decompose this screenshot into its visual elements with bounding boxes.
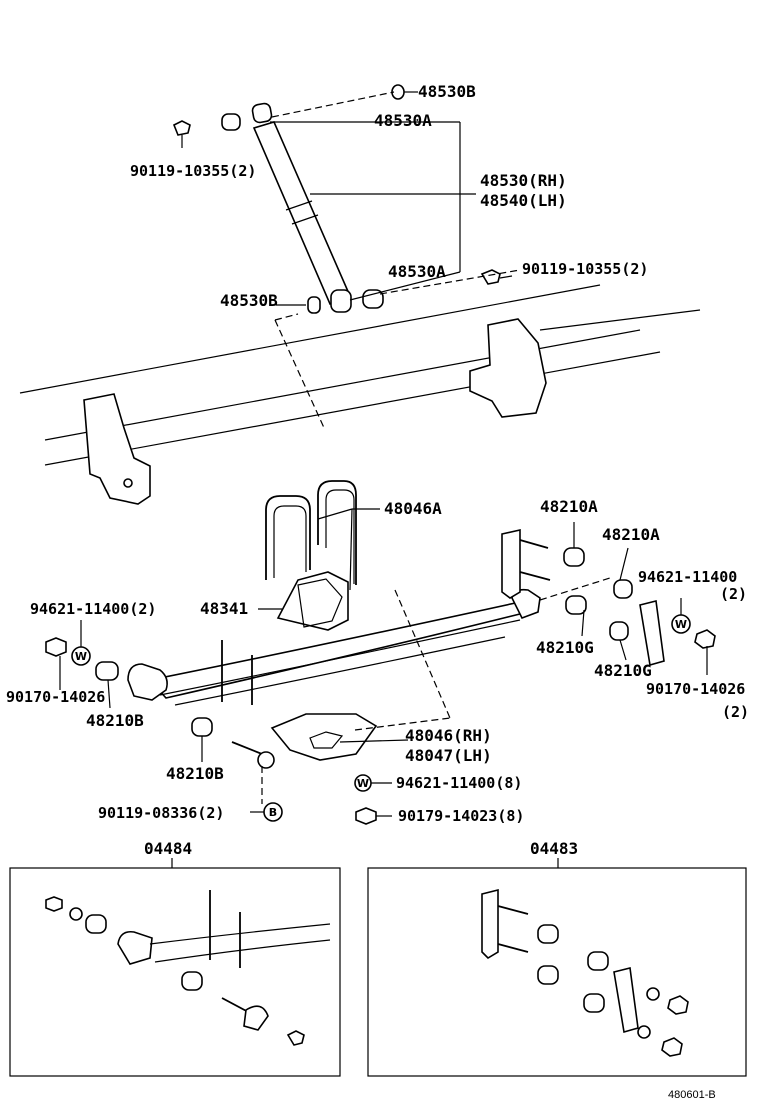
kit-box-left bbox=[9, 867, 341, 1077]
part-label-bolt-upper: 90119-10355(2) bbox=[130, 162, 256, 180]
part-label-48210g-1: 48210G bbox=[536, 638, 594, 657]
part-label-bolt-lower: 90119-10355(2) bbox=[522, 260, 648, 278]
part-label-nut-right: 90170-14026 bbox=[646, 680, 745, 698]
part-label-48530a-top: 48530A bbox=[374, 111, 432, 130]
part-label-plate-rh: 48046(RH) bbox=[405, 726, 492, 745]
svg-text:B: B bbox=[269, 806, 277, 819]
svg-text:W: W bbox=[675, 618, 687, 631]
kit-right-contents bbox=[481, 888, 689, 1057]
part-label-48530a-lower: 48530A bbox=[388, 262, 446, 281]
part-label-plate-lh: 48047(LH) bbox=[405, 746, 492, 765]
shackle-icon[interactable] bbox=[501, 529, 665, 667]
frame-rail bbox=[19, 284, 701, 466]
part-label-spring-seat: 48341 bbox=[200, 599, 248, 618]
nut-icon[interactable] bbox=[45, 629, 716, 825]
u-bolt-icon[interactable] bbox=[265, 480, 357, 585]
part-label-48210b-1: 48210B bbox=[86, 711, 144, 730]
kit-box-right bbox=[367, 867, 747, 1077]
washer-icon[interactable]: W W W bbox=[71, 614, 691, 792]
bushing-icon[interactable] bbox=[221, 84, 405, 314]
part-label-48210a-1: 48210A bbox=[540, 497, 598, 516]
part-label-nut-right-qty: (2) bbox=[722, 703, 749, 721]
part-label-u-bolt: 48046A bbox=[384, 499, 442, 518]
part-label-48210b-2: 48210B bbox=[166, 764, 224, 783]
svg-text:W: W bbox=[75, 650, 87, 663]
kit-left-contents bbox=[45, 890, 331, 1046]
shock-absorber-icon[interactable] bbox=[251, 102, 352, 313]
part-label-48530b-top: 48530B bbox=[418, 82, 476, 101]
part-label-nut-bottom: 90179-14023(8) bbox=[398, 807, 524, 825]
part-label-washer-right: 94621-11400 bbox=[638, 568, 737, 586]
kit-label-left: 04484 bbox=[144, 839, 192, 858]
bolt-icon[interactable] bbox=[172, 120, 513, 285]
spring-seat-icon[interactable] bbox=[276, 571, 349, 631]
part-label-48210a-2: 48210A bbox=[602, 525, 660, 544]
part-label-nut-left: 90170-14026 bbox=[6, 688, 105, 706]
leaf-spring-icon[interactable] bbox=[127, 588, 541, 706]
part-label-shock-rh: 48530(RH) bbox=[480, 171, 567, 190]
spring-hanger-icon bbox=[83, 318, 547, 505]
part-label-washer-bottom: 94621-11400(8) bbox=[396, 774, 522, 792]
part-label-washer-right-qty: (2) bbox=[720, 585, 747, 603]
part-label-48530b-lower: 48530B bbox=[220, 291, 278, 310]
part-label-48210g-2: 48210G bbox=[594, 661, 652, 680]
bolt-icon[interactable] bbox=[231, 741, 275, 769]
part-label-shock-lh: 48540(LH) bbox=[480, 191, 567, 210]
bolt-ref-marker: B bbox=[263, 802, 283, 822]
svg-text:W: W bbox=[357, 777, 369, 790]
bushing-icon[interactable] bbox=[95, 661, 213, 737]
part-label-bolt-bottom: 90119-08336(2) bbox=[98, 804, 224, 822]
diagram-code: 480601-B bbox=[668, 1089, 716, 1101]
spring-plate-icon[interactable] bbox=[270, 713, 378, 761]
kit-label-right: 04483 bbox=[530, 839, 578, 858]
part-label-washer-left: 94621-11400(2) bbox=[30, 600, 156, 618]
